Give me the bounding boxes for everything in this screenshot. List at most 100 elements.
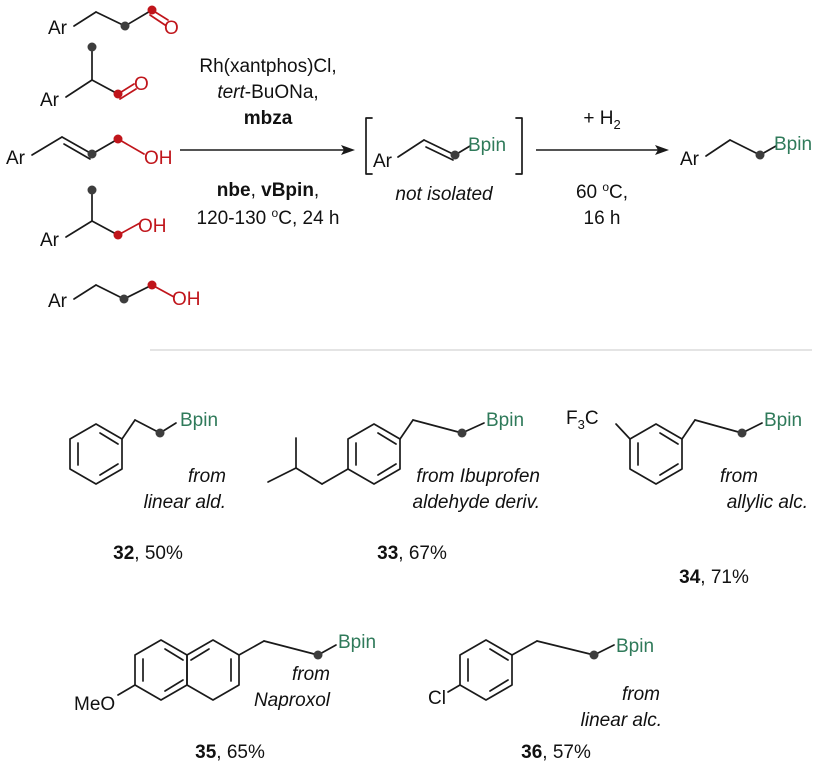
substrate-branched-aldehyde: Ar O (40, 42, 149, 111)
bond (681, 419, 696, 440)
temperature-time-label: 120-130 oC, 24 h (197, 206, 340, 229)
bond (511, 640, 538, 656)
compound-label: 32, 50% (113, 543, 183, 564)
ar-label: Ar (48, 291, 68, 312)
bpin-label: Bpin (774, 134, 812, 155)
bond (267, 467, 297, 483)
origin-line2: aldehyde deriv. (413, 492, 540, 513)
mbza-label: mbza (244, 108, 293, 129)
compound-label: 34, 71% (679, 567, 749, 588)
grey-dot (755, 150, 765, 160)
bond (321, 468, 349, 485)
bond (536, 640, 595, 656)
inner-double-bond (99, 432, 119, 445)
ar-label: Ar (680, 149, 700, 170)
substrate-allylic-alcohol: Ar OH (6, 134, 173, 169)
red-dot (113, 230, 123, 240)
grey-dot (87, 185, 97, 195)
origin-line2: linear alc. (581, 710, 662, 731)
bond (124, 9, 153, 27)
bond (238, 640, 265, 656)
ar-label: Ar (48, 18, 68, 39)
grey-dot (313, 650, 323, 660)
bond (31, 136, 63, 156)
bond (91, 138, 119, 155)
carbonyl-bond (149, 14, 166, 26)
oxygen-label: O (134, 74, 149, 95)
hydroxyl-label: OH (144, 148, 173, 169)
grey-dot (155, 428, 165, 438)
bond (91, 220, 119, 236)
bond (615, 423, 631, 440)
example-34: F3C Bpin from allylic alc. 34, 71% (566, 408, 808, 588)
example-36: Cl Bpin from linear alc. 36, 57% (428, 636, 662, 763)
ar-label: Ar (6, 148, 26, 169)
conditions-below: nbe, vBpin, 120-130 oC, 24 h (197, 180, 340, 229)
bond (412, 419, 463, 434)
bond (399, 419, 414, 440)
h2-label: + H2 (583, 108, 620, 132)
inner-double-bond (164, 648, 184, 661)
bond (705, 139, 731, 157)
example-33: Bpin from Ibuprofen aldehyde deriv. 33, … (267, 410, 540, 564)
grey-dot (119, 294, 129, 304)
base-label: tert-BuONa, (217, 82, 318, 103)
grey-dot (120, 21, 130, 31)
inner-double-bond (489, 679, 509, 692)
intermediate-vinyl-boronate: Ar Bpin not isolated (365, 117, 523, 205)
inner-double-bond (377, 432, 397, 445)
example-32: Bpin from linear ald. 32, 50% (69, 410, 226, 564)
grey-dot (450, 150, 460, 160)
grey-dot (87, 149, 97, 159)
hydroxyl-label: OH (138, 216, 167, 237)
double-bond (61, 136, 93, 155)
bond (447, 684, 461, 693)
grey-dot (737, 428, 747, 438)
origin-line1: from Ibuprofen (416, 466, 540, 487)
substrate-branched-alcohol: Ar OH (40, 185, 167, 251)
compound-label: 33, 67% (377, 543, 447, 564)
example-35: MeO Bpin from Naproxol 35, 65% (74, 632, 376, 763)
left-bracket (365, 117, 373, 175)
oxygen-label: O (164, 18, 179, 39)
h2-temperature-label: 60 oC, (576, 180, 628, 203)
double-bond (423, 139, 456, 156)
co-bond (117, 138, 145, 155)
compound-label: 35, 65% (195, 742, 265, 763)
grey-dot (87, 42, 97, 52)
bpin-label: Bpin (616, 636, 654, 657)
not-isolated-note: not isolated (395, 184, 494, 205)
bond (73, 284, 97, 300)
right-bracket (515, 117, 523, 175)
origin-line2: Naproxol (254, 690, 331, 711)
red-dot (147, 280, 157, 290)
red-dot (113, 89, 123, 99)
bond (121, 419, 136, 440)
origin-line2: allylic alc. (727, 492, 808, 513)
compound-label: 36, 57% (521, 742, 591, 763)
double-bond (63, 143, 91, 160)
substrate-linear-alcohol: Ar OH (48, 280, 201, 312)
grey-dot (457, 428, 467, 438)
product-alkyl-boronate: Ar Bpin (680, 134, 812, 170)
inner-double-bond (190, 648, 210, 661)
bpin-label: Bpin (764, 410, 802, 431)
substrate-linear-aldehyde: Ar O (48, 5, 179, 39)
origin-line1: from (292, 664, 330, 685)
h2-time-label: 16 h (584, 208, 621, 229)
bpin-label: Bpin (486, 410, 524, 431)
red-dot (147, 5, 157, 15)
grey-dot (589, 650, 599, 660)
inner-double-bond (164, 679, 184, 692)
arrowhead (655, 145, 669, 155)
bond (73, 11, 97, 27)
inner-double-bond (99, 463, 119, 476)
conditions-above: Rh(xantphos)Cl, tert-BuONa, mbza (199, 56, 336, 129)
origin-line1: from (720, 466, 758, 487)
bond (397, 139, 425, 158)
reagents-label: nbe, vBpin, (217, 180, 319, 201)
bond (123, 284, 153, 300)
bond (117, 684, 136, 696)
